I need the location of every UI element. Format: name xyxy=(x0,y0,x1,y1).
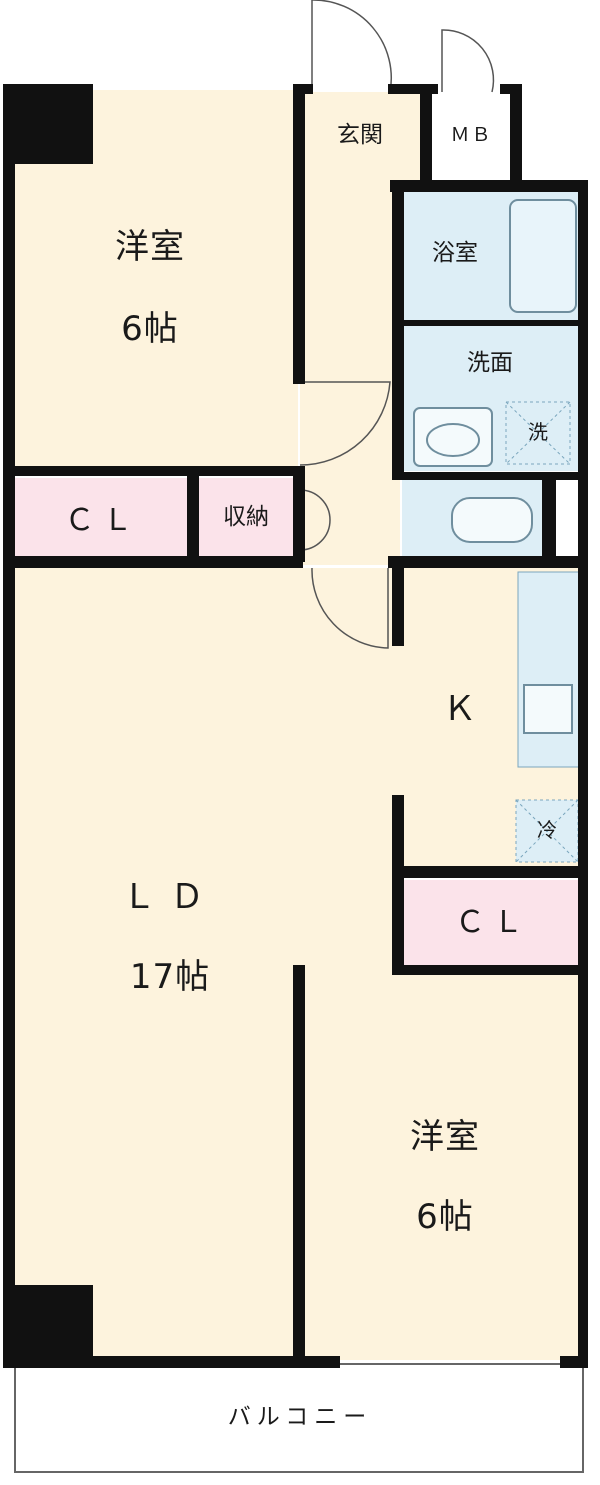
western-room-top-label: 洋室 xyxy=(115,227,185,267)
closet-top-floor xyxy=(15,478,187,558)
fridge-mark: 冷 xyxy=(537,818,557,842)
entrance-door-swing xyxy=(311,0,393,93)
washroom-label: 洗面 xyxy=(467,350,513,376)
bathtub xyxy=(509,199,577,313)
room-top-door-swing xyxy=(299,381,391,466)
walls xyxy=(3,84,588,1368)
basin-bowl xyxy=(426,423,480,457)
western-room-bottom-floor xyxy=(305,975,583,1360)
washer-mark: 洗 xyxy=(528,420,548,444)
living-dining-label: ＬＤ xyxy=(122,877,218,917)
meter-box-label: ＭＢ xyxy=(450,124,493,146)
western-room-top-size: 6帖 xyxy=(121,309,179,349)
washer-diag-b xyxy=(505,401,571,465)
ld-door-swing xyxy=(311,567,389,649)
meter-box-floor xyxy=(432,92,512,180)
living-dining-size: 17帖 xyxy=(129,957,211,997)
ldk-floor xyxy=(15,568,585,868)
mb-door-swing xyxy=(441,29,495,93)
closet-top-label: ＣＬ xyxy=(64,503,141,538)
kitchen-counter xyxy=(517,571,581,768)
closet-bottom-label: ＣＬ xyxy=(455,905,531,940)
balcony-label: バルコニー xyxy=(227,1404,373,1430)
storage-label: 収納 xyxy=(223,504,269,530)
fridge-diag-b xyxy=(515,799,579,863)
entrance-floor xyxy=(300,92,425,180)
bathroom-label: 浴室 xyxy=(432,240,478,266)
kitchen-label: Ｋ xyxy=(442,689,478,729)
entrance-label: 玄関 xyxy=(337,122,383,148)
storage-floor xyxy=(197,478,295,558)
closet-bottom-floor xyxy=(403,880,583,966)
kitchen-sink xyxy=(523,684,573,734)
toilet xyxy=(451,497,533,543)
western-room-bottom-size: 6帖 xyxy=(416,1197,474,1237)
western-room-bottom-label: 洋室 xyxy=(410,1117,480,1157)
balcony-area xyxy=(14,1363,584,1473)
hallway-floor xyxy=(300,180,400,565)
